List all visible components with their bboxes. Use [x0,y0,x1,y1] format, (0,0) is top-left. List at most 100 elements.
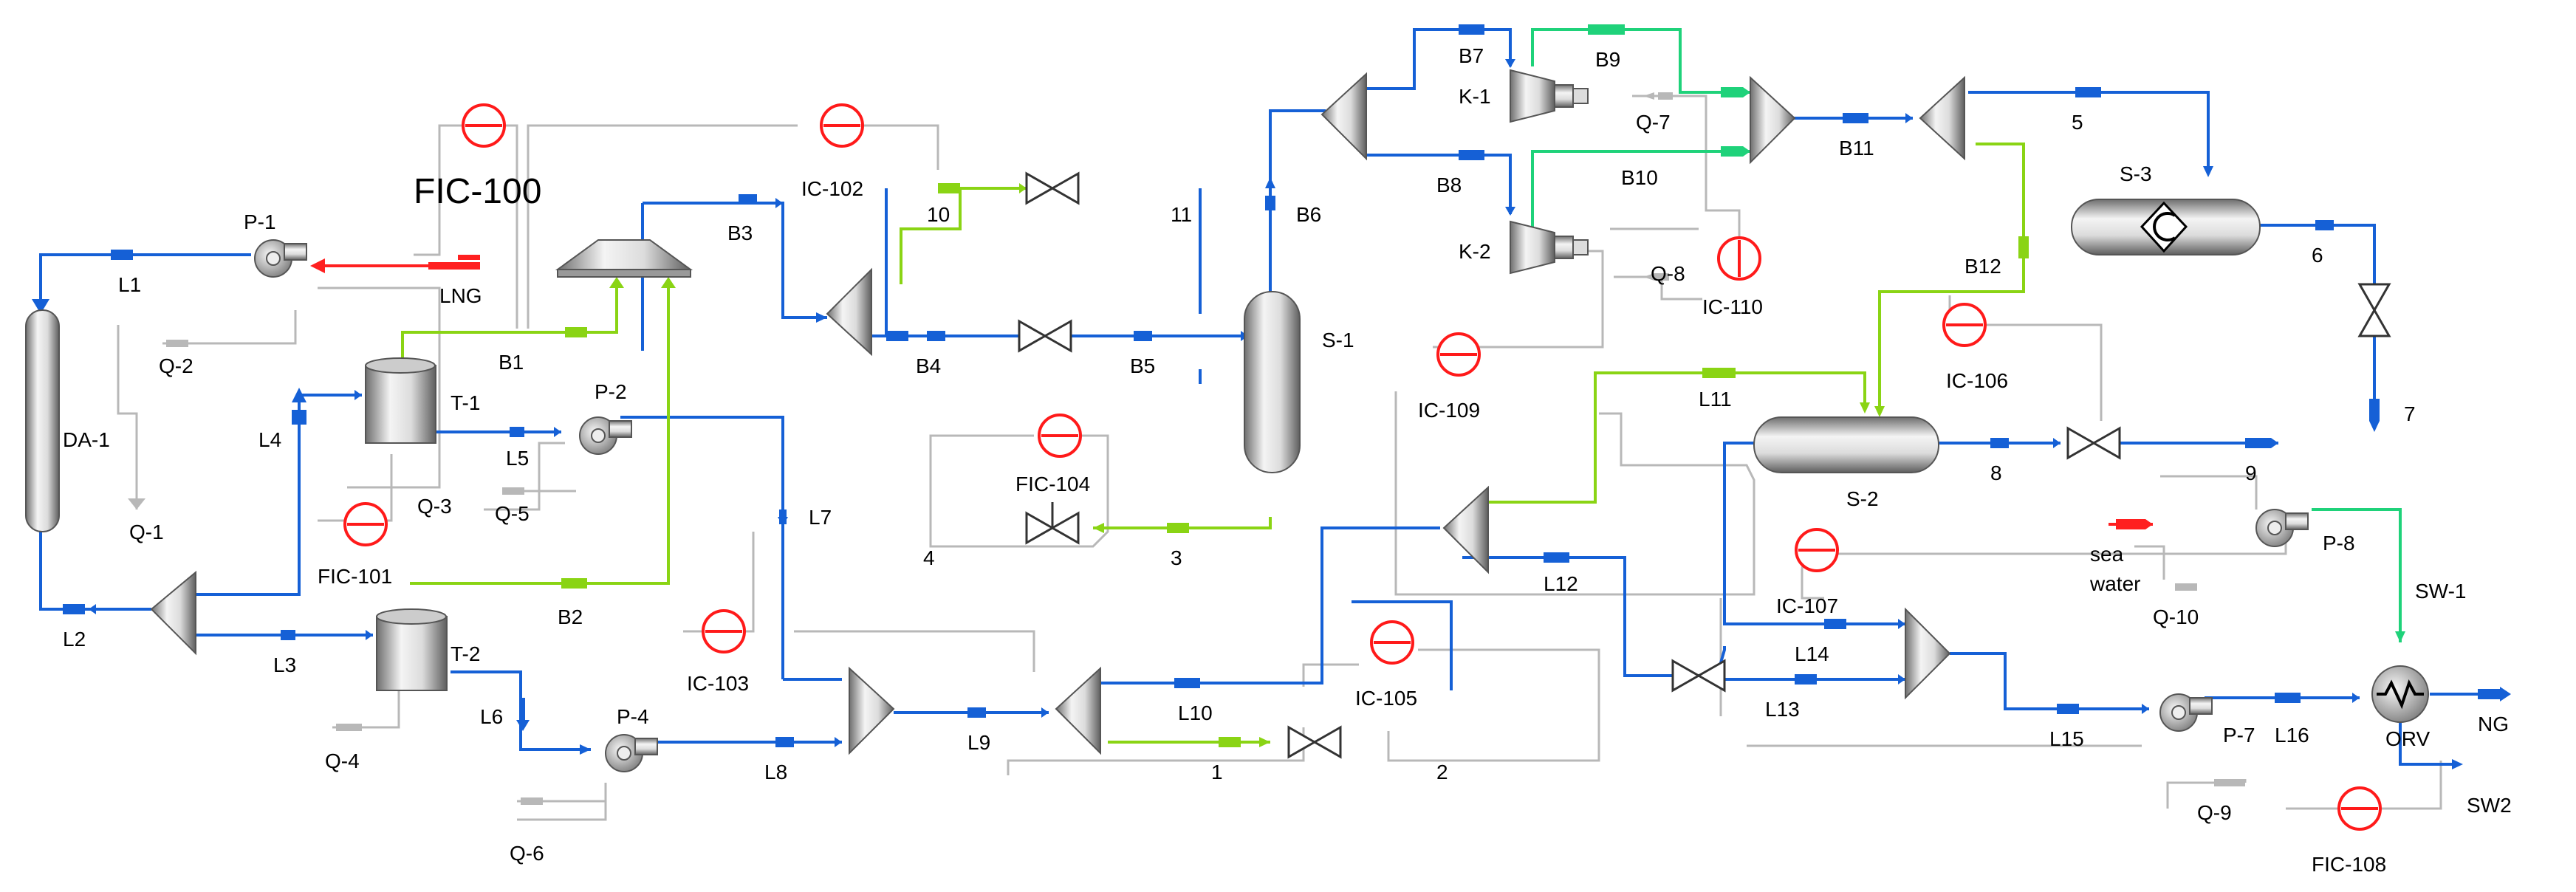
separator-s-1[interactable] [1244,291,1301,473]
compressed-vapor-streams [1531,28,2402,642]
controller-ic-102[interactable] [820,103,864,148]
controller-ic-106[interactable] [1942,303,1987,347]
label-b4: B4 [916,354,941,377]
mixer-l9[interactable] [849,666,895,755]
label-b3: B3 [727,222,753,244]
label-l1: L1 [118,273,141,296]
label-l9: L9 [967,731,990,754]
valve-b4[interactable] [1018,319,1072,353]
heat-exchanger-orv[interactable] [2371,665,2429,723]
label-fic-101: FIC-101 [318,565,392,588]
pump-p-7[interactable] [2159,693,2213,732]
mixer-l15[interactable] [1905,607,1951,700]
label-orv: ORV [2385,727,2430,750]
column-da-1[interactable] [25,309,60,532]
label-ic-107: IC-107 [1776,594,1838,617]
label-b12: B12 [1964,255,2001,278]
label-q-3: Q-3 [417,495,452,518]
valve-8[interactable] [2066,426,2121,460]
splitter-b11[interactable] [1919,75,1965,161]
controllers[interactable] [343,103,2382,831]
label-s-3: S-3 [2120,162,2152,185]
controller-fic-100[interactable] [462,103,506,148]
label-6: 6 [2312,244,2323,267]
controller-ic-105[interactable] [1370,620,1414,665]
label-l14: L14 [1795,642,1829,665]
label-sw2: SW2 [2467,794,2512,817]
label-q-9: Q-9 [2197,801,2232,824]
label-s-1: S-1 [1322,329,1354,351]
valve-l13[interactable] [1671,659,1726,693]
label-t-1: T-1 [451,391,480,414]
label-5: 5 [2072,111,2083,134]
label-ic-110: IC-110 [1702,295,1763,318]
label-water: water [2089,572,2140,595]
splitter-b6[interactable] [1320,72,1367,161]
label-l10: L10 [1178,701,1213,724]
splitter-l10[interactable] [1055,666,1101,755]
tank-t-1[interactable] [365,357,436,444]
vapor-streams [401,143,2025,744]
controller-fic-101[interactable] [343,502,388,546]
label-b11: B11 [1839,137,1874,159]
label-l8: L8 [764,761,787,783]
label-l16: L16 [2275,724,2309,747]
label-l4: L4 [258,428,281,451]
label-l11: L11 [1699,388,1732,411]
compressor-k-1[interactable] [1510,69,1589,123]
label-q-2: Q-2 [159,354,193,377]
label-l3: L3 [273,653,296,676]
valve-6[interactable] [2357,283,2391,337]
label-8: 8 [1990,462,2002,484]
controller-ic-107[interactable] [1795,528,1839,572]
label-b10: B10 [1621,166,1658,189]
label-b1: B1 [499,351,524,374]
label-fic-108: FIC-108 [2312,853,2386,876]
label-q-7: Q-7 [1636,111,1671,134]
label-p-8: P-8 [2323,532,2355,555]
label-b5: B5 [1130,354,1155,377]
valve-1[interactable] [1287,725,1342,759]
splitter-b3[interactable] [826,267,872,357]
controller-fic-108[interactable] [2337,786,2382,831]
separator-s-2[interactable] [1753,416,1939,473]
pump-p-4[interactable] [605,734,658,772]
label-k-1: K-1 [1459,85,1491,108]
splitter-l2[interactable] [150,570,196,656]
label-4: 4 [923,546,935,569]
label-q-1: Q-1 [129,521,164,543]
label-b6: B6 [1296,203,1321,226]
label-l12: L12 [1544,572,1578,595]
label-l7: L7 [809,506,832,529]
equipment[interactable] [25,69,2429,772]
label-2: 2 [1436,761,1448,783]
pump-p-1[interactable] [254,239,307,278]
reactor-s-3[interactable] [2071,199,2261,255]
controller-ic-103[interactable] [702,609,746,653]
label-b7: B7 [1459,44,1484,67]
label-t-2: T-2 [451,642,480,665]
feed-streams [314,264,2153,526]
splitter-l11[interactable] [1442,485,1489,574]
pump-p-8[interactable] [2255,509,2309,547]
compressor-k-2[interactable] [1510,220,1589,275]
label-ic-105: IC-105 [1355,687,1417,710]
label-q-10: Q-10 [2153,605,2199,628]
mixer-b11[interactable] [1750,75,1796,165]
valve-10[interactable] [1025,171,1080,205]
label-sea: sea [2090,543,2124,566]
controller-ic-110[interactable] [1717,236,1761,281]
valve-fic-104[interactable] [1025,502,1080,545]
mixer-b1-b2[interactable] [555,239,693,278]
label-l6: L6 [480,705,503,728]
stream-arrows [32,24,2511,805]
label-q-4: Q-4 [325,749,360,772]
pump-p-2[interactable] [579,416,632,455]
tank-t-2[interactable] [376,608,448,691]
label-11: 11 [1171,203,1192,226]
label-3: 3 [1171,546,1182,569]
label-fic-104: FIC-104 [1015,473,1090,495]
controller-fic-104[interactable] [1038,414,1082,458]
controller-ic-109[interactable] [1436,332,1481,377]
